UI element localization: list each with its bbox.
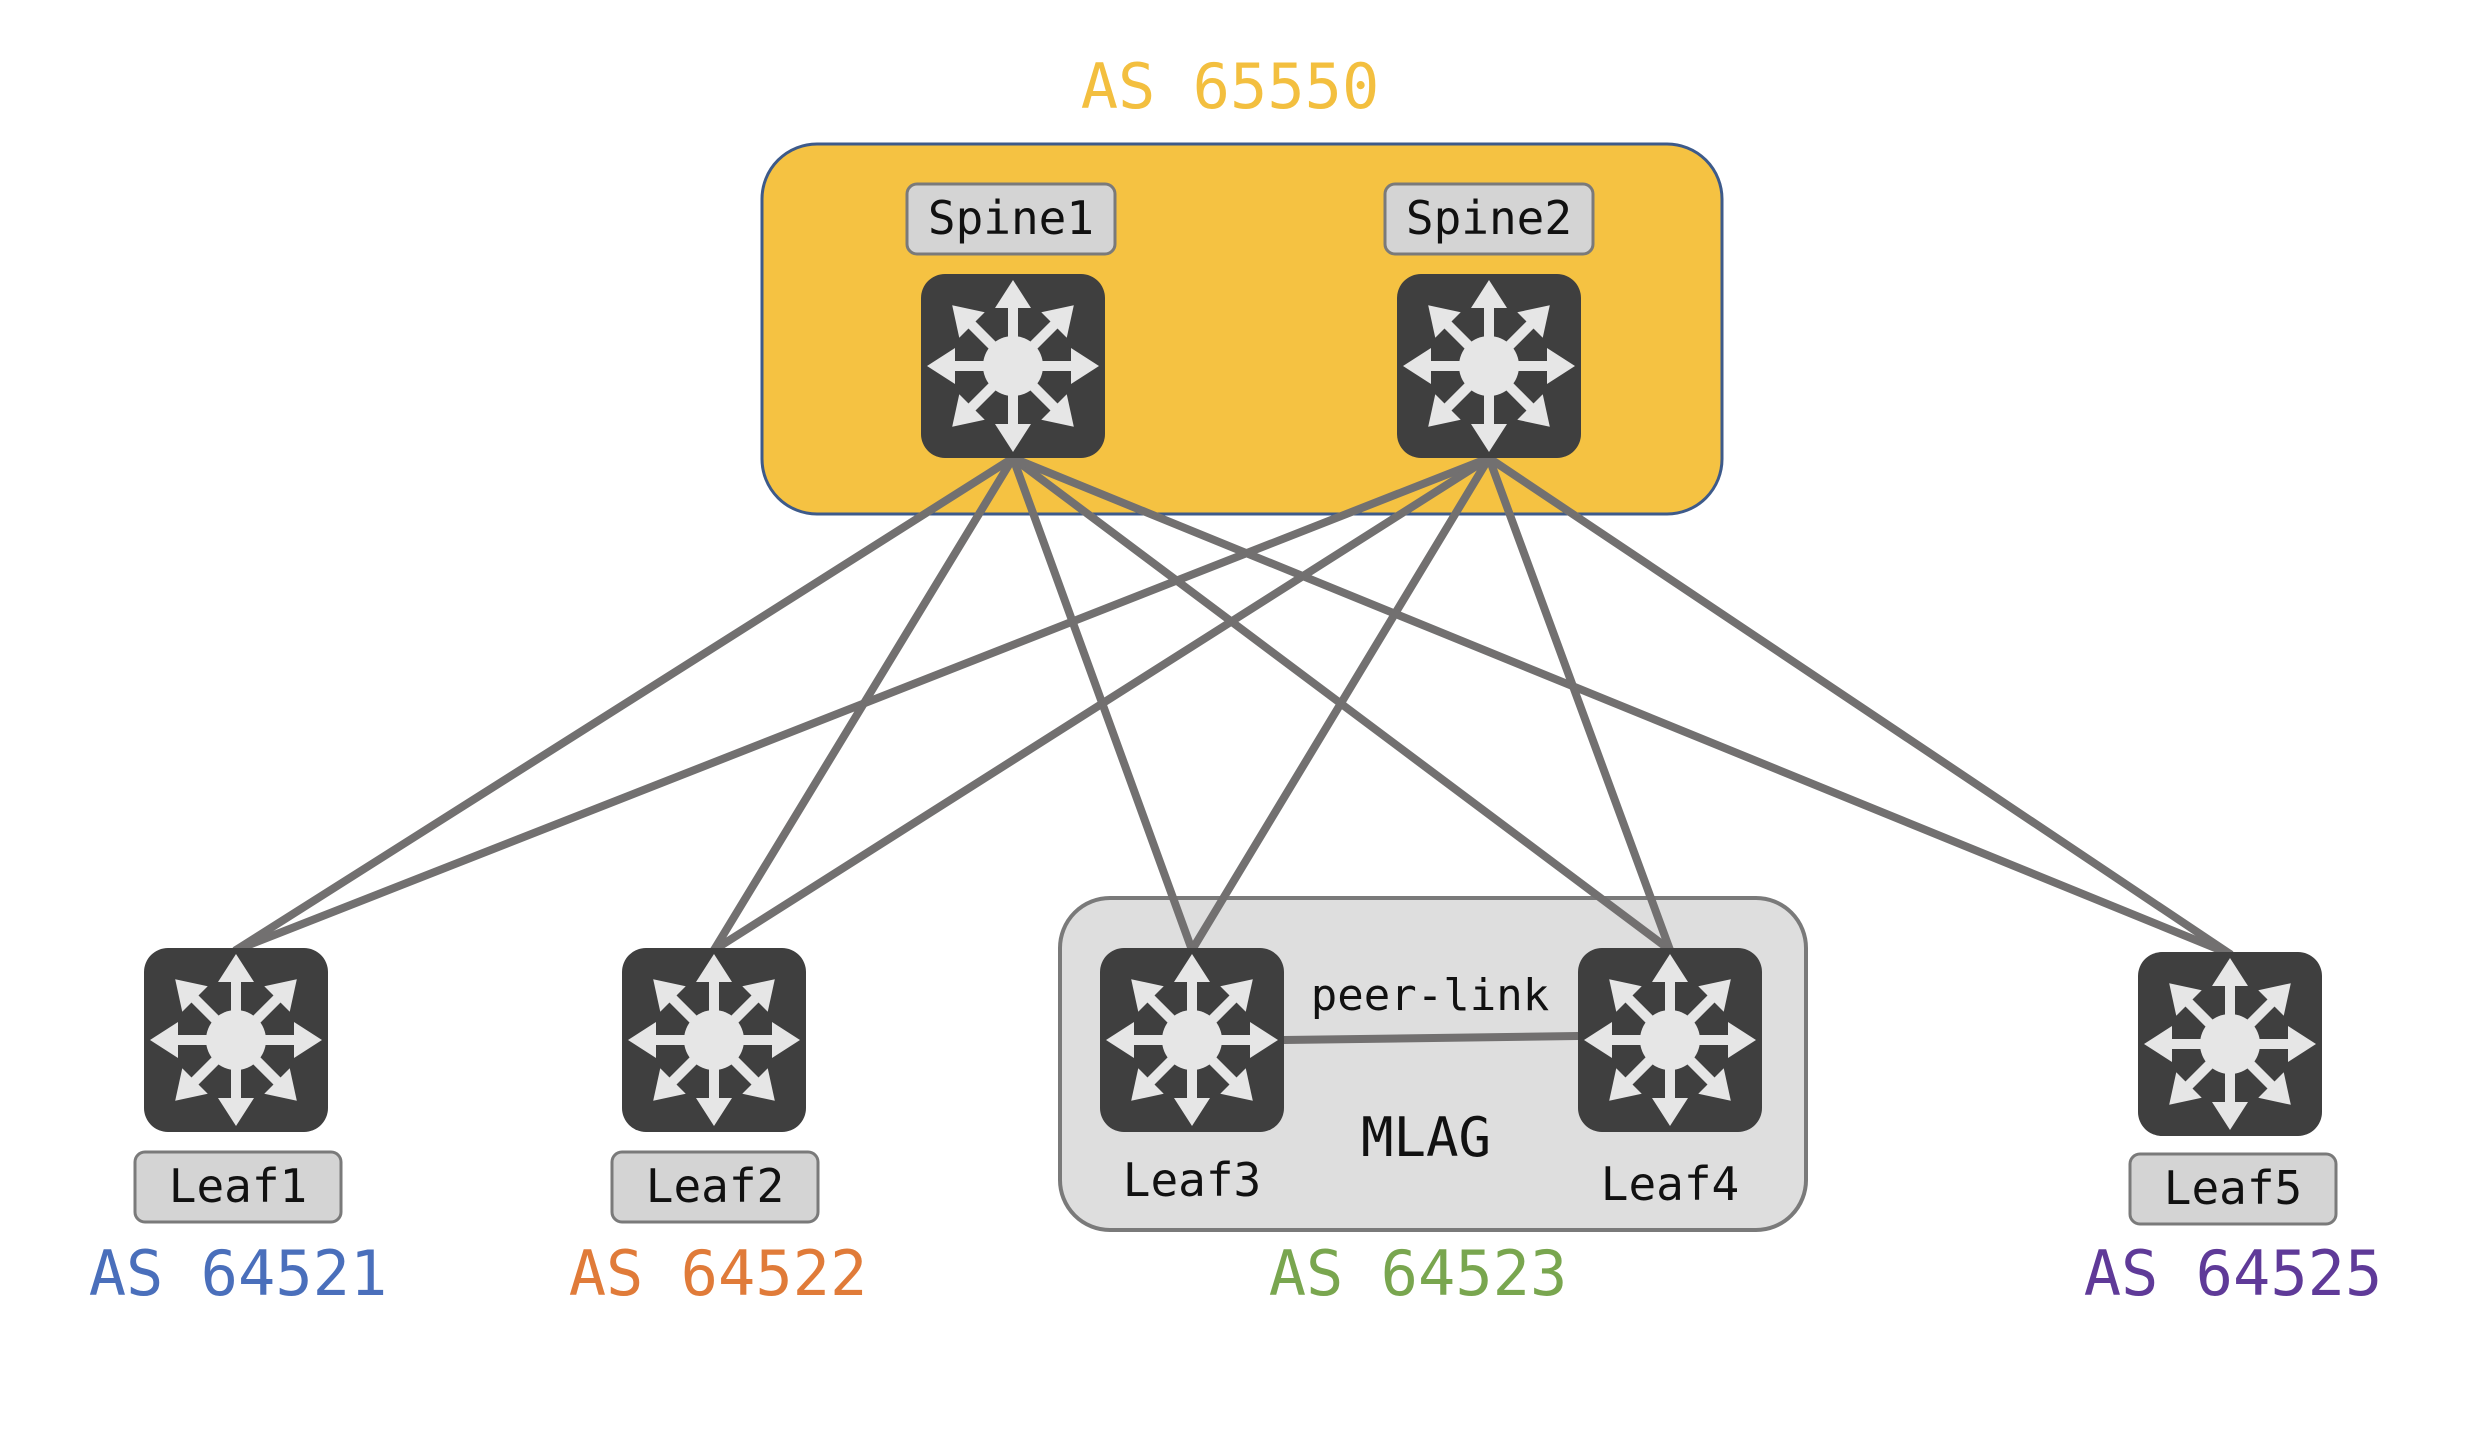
spine1-switch-icon[interactable] (921, 274, 1105, 458)
leaf2-switch-icon[interactable] (622, 948, 806, 1132)
leaf1-switch-icon[interactable] (144, 948, 328, 1132)
leaf5-label-box (2128, 1152, 2338, 1226)
leaf2-as-label: AS 64522 (569, 1237, 868, 1310)
leaf5-as-label: AS 64525 (2084, 1237, 2383, 1310)
link-spine2-leaf1 (232, 454, 1493, 954)
links-layer (232, 454, 2234, 1044)
spine2-label: Spine2 (1406, 191, 1572, 245)
link-spine1-leaf5 (1009, 454, 2234, 958)
spine-as-label: AS 65550 (1081, 50, 1380, 123)
link-spine2-leaf4 (1485, 454, 1674, 954)
link-spine1-leaf1 (232, 454, 1017, 954)
mlag-as-label: AS 64523 (1269, 1237, 1568, 1310)
mlag-label: MLAG (1361, 1106, 1491, 1169)
leaf2-label-box (610, 1150, 820, 1224)
spine1-label: Spine1 (928, 191, 1094, 245)
link-spine2-leaf5 (1485, 454, 2234, 958)
leaf4-label: Leaf4 (1601, 1157, 1739, 1211)
peer-link-line (1280, 1032, 1582, 1044)
link-spine2-leaf3 (1188, 454, 1493, 954)
leaf5-label: Leaf5 (2164, 1161, 2302, 1215)
leaf3-switch-icon[interactable] (1100, 948, 1284, 1132)
leaf4-switch-icon[interactable] (1578, 948, 1762, 1132)
leaf1-label: Leaf1 (169, 1159, 307, 1213)
peer-link-label: peer-link (1311, 970, 1549, 1021)
leaf1-label-box (133, 1150, 343, 1224)
leaf1-as-label: AS 64521 (89, 1237, 388, 1310)
leaf5-switch-icon[interactable] (2138, 952, 2322, 1136)
leaf3-label: Leaf3 (1123, 1153, 1261, 1207)
spine2-switch-icon[interactable] (1397, 274, 1581, 458)
leaf2-label: Leaf2 (646, 1159, 784, 1213)
spine2-label-box (1383, 182, 1595, 256)
link-spine2-leaf2 (710, 454, 1493, 954)
spine1-label-box (905, 182, 1117, 256)
